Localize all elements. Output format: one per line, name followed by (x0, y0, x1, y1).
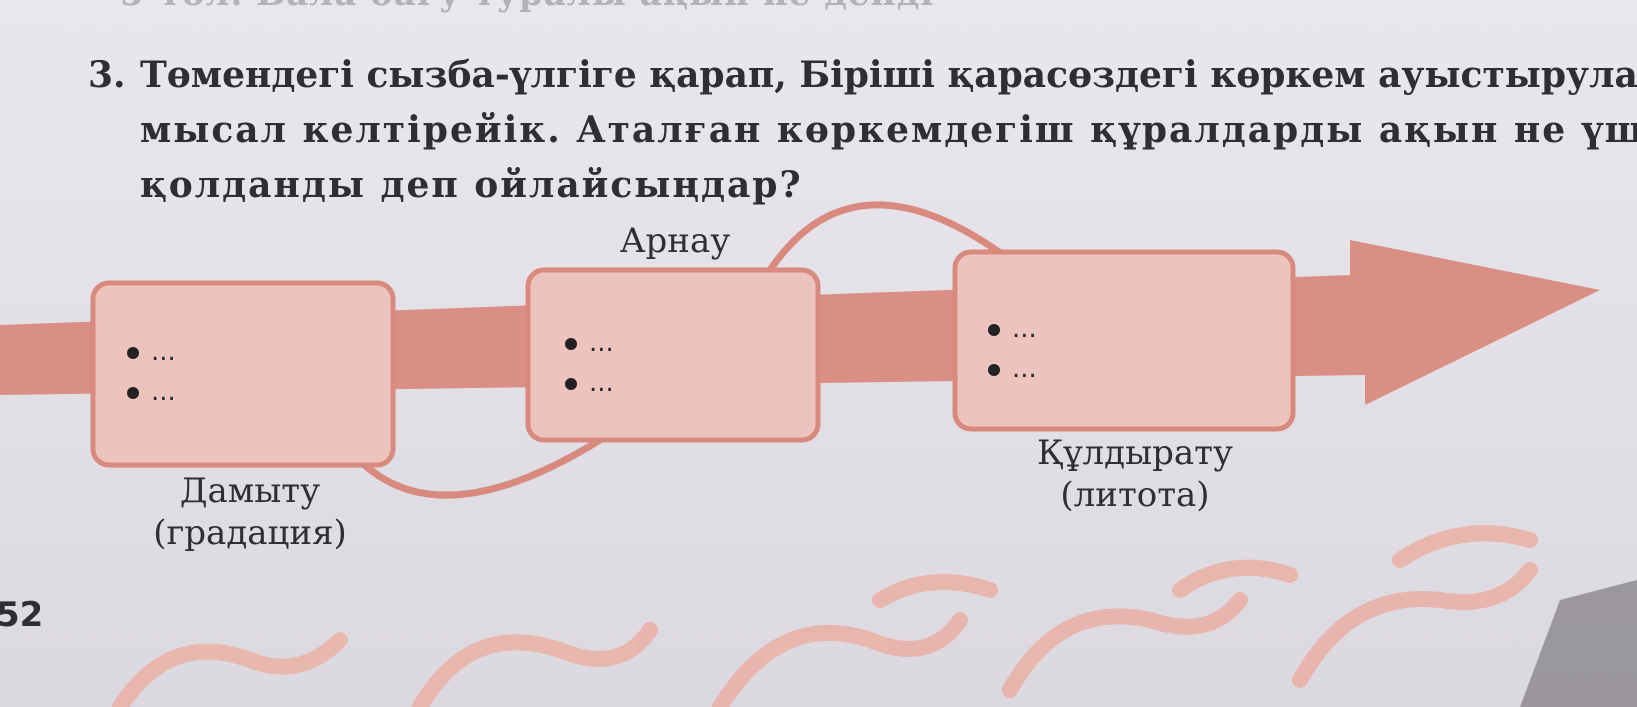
question-text-1: Төмендегі сызба-үлгіге қарап, Біріші қар… (140, 54, 1637, 96)
label-gradation: Дамыту (градация) (130, 470, 370, 554)
box-dedication-bullets: ... ... (565, 323, 614, 403)
label-dedication: Арнау (619, 221, 731, 261)
box-litotes (952, 249, 1296, 432)
bullet-dot-icon (127, 386, 139, 399)
box-gradation-bullets: ... ... (127, 332, 176, 412)
previous-heading-fragment: 5-тол. Бала бағу туралы ақын не дейді (120, 0, 934, 14)
label-litotes-line-1: Құлдырату (1037, 433, 1233, 473)
bullet-item: ... (565, 323, 614, 363)
question-line-1: 3. Төмендегі сызба-үлгіге қарап, Біріші қ… (88, 48, 1637, 103)
bullet-item: ... (988, 349, 1037, 389)
bullet-item: ... (127, 332, 176, 372)
label-gradation-line-2: (градация) (153, 513, 347, 553)
box-litotes-bullets: ... ... (988, 309, 1037, 389)
connector-arc-bottom (347, 437, 602, 499)
bullet-dot-icon (988, 363, 1000, 376)
bullet-dot-icon (988, 323, 1000, 336)
bullet-dot-icon (565, 377, 577, 390)
question-line-3: қолданды деп ойлайсыңдар? (140, 164, 803, 206)
bullet-dot-icon (127, 346, 139, 359)
page-number: 52 (0, 595, 44, 635)
box-gradation (90, 280, 396, 468)
label-litotes: Құлдырату (литота) (1010, 432, 1260, 516)
bullet-item: ... (127, 372, 176, 412)
label-litotes-line-2: (литота) (1060, 475, 1210, 515)
label-gradation-line-1: Дамыту (179, 471, 321, 511)
box-dedication (525, 267, 821, 443)
bullet-dot-icon (565, 337, 577, 350)
bullet-item: ... (565, 363, 614, 403)
question-line-2: мысал келтірейік. Аталған көркемдегіш құ… (140, 109, 1637, 151)
question-number: 3. (88, 54, 126, 96)
bullet-item: ... (988, 309, 1037, 349)
connector-arc-top (767, 201, 1013, 272)
question-block: 3. Төмендегі сызба-үлгіге қарап, Біріші қ… (88, 48, 1637, 213)
